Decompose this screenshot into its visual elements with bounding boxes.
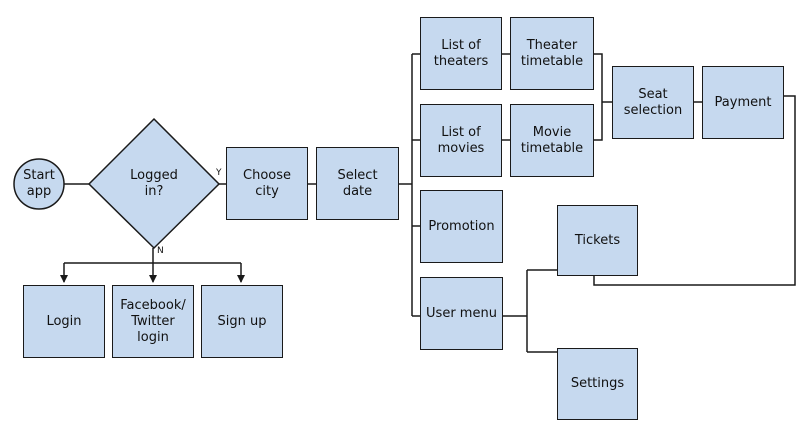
select-date-box: Select date [316,147,399,220]
list-of-movies-box: List of movies [420,104,502,177]
start-label: Start app [23,168,55,199]
edge-tickets-to-payment [593,95,796,286]
list-of-theaters-box: List of theaters [420,17,502,90]
login-box: Login [23,285,105,358]
logged-in-diamond [87,117,221,250]
tickets-box: Tickets [557,205,638,276]
promotion-box: Promotion [420,190,503,263]
start-circle [13,158,65,210]
no-label: N [157,246,164,256]
facebook-twitter-login-box: Facebook/ Twitter login [112,285,194,358]
choose-city-box: Choose city [226,147,308,220]
timetable-merge [594,53,603,141]
settings-box: Settings [557,348,638,420]
seat-selection-box: Seat selection [612,66,694,139]
theater-timetable-box: Theater timetable [510,17,594,90]
user-menu-box: User menu [420,277,503,350]
movie-timetable-box: Movie timetable [510,104,594,177]
logged-in-label: Logged in? [130,168,178,199]
sign-up-box: Sign up [201,285,283,358]
payment-box: Payment [702,66,784,139]
yes-label: Y [216,168,222,178]
